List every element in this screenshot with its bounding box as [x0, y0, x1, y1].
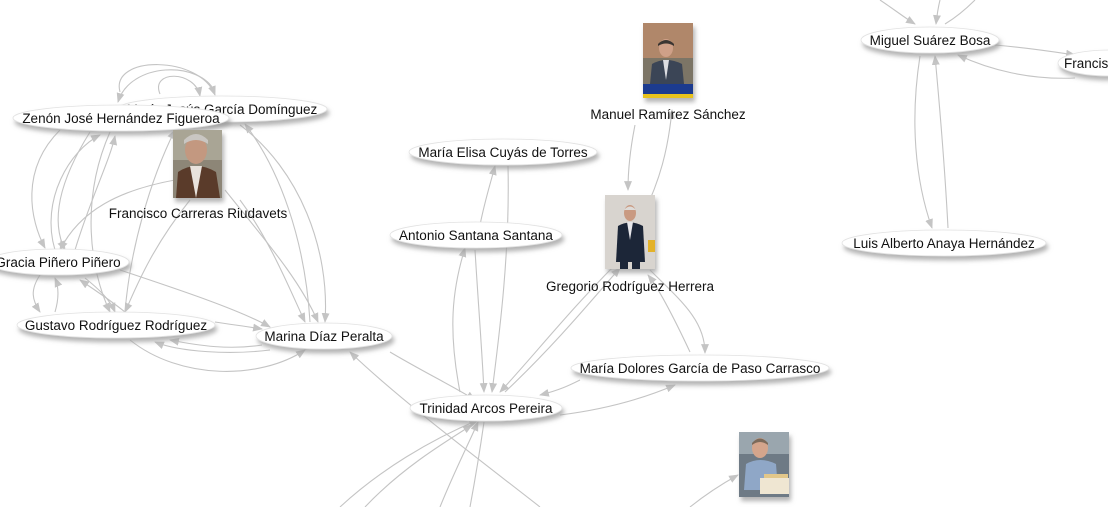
edge [57, 131, 91, 251]
edge [559, 384, 676, 416]
node-trinidad[interactable]: Trinidad Arcos Pereira [409, 394, 563, 422]
edge [504, 267, 621, 393]
edge [74, 135, 118, 251]
edge [124, 129, 176, 313]
edge [914, 55, 933, 229]
edge [154, 341, 271, 353]
person-photo-icon [605, 195, 655, 269]
node-label: Gregorio Rodríguez Herrera [546, 279, 715, 294]
node-gracia[interactable]: Gracia Piñero Piñero [0, 248, 130, 276]
edges [31, 0, 1076, 507]
edge [389, 351, 476, 401]
node-label: Zenón José Hernández Figueroa [22, 111, 220, 126]
node-label: Gustavo Rodríguez Rodríguez [25, 318, 208, 333]
node-label: Francis [1064, 56, 1108, 71]
node-label: Antonio Santana Santana [399, 228, 553, 243]
node-label: Gracia Piñero Piñero [0, 255, 121, 270]
node-label: María Dolores García de Paso Carrasco [580, 361, 821, 376]
node-francis[interactable]: Francis [1057, 49, 1108, 77]
edge [54, 277, 63, 313]
edge [499, 264, 616, 393]
edge [944, 0, 976, 25]
node-label: María Elisa Cuyás de Torres [418, 145, 588, 160]
edge [79, 279, 126, 313]
person-photo-icon [739, 432, 789, 497]
edge [349, 351, 541, 507]
node-luis[interactable]: Luis Alberto Anaya Hernández [841, 229, 1047, 257]
node-unnamed-photo[interactable] [739, 432, 789, 497]
edge [239, 199, 306, 323]
node-marina[interactable]: Marina Díaz Peralta [255, 322, 393, 350]
edge [479, 165, 497, 226]
edge [539, 379, 581, 397]
edge [474, 249, 488, 393]
edge [31, 274, 41, 313]
node-label: Miguel Suárez Bosa [870, 33, 991, 48]
edge [59, 179, 176, 251]
edge [452, 247, 467, 393]
edge [339, 419, 479, 507]
edge [469, 421, 485, 507]
edge [689, 474, 739, 507]
node-label: Marina Díaz Peralta [264, 329, 384, 344]
node-zenon[interactable]: Zenón José Hernández Figueroa [12, 104, 230, 132]
edge [931, 55, 949, 229]
edge [224, 189, 319, 323]
ellipse-nodes: María Jesús García Domínguez Zenón José … [0, 26, 1108, 422]
edge [957, 54, 1076, 79]
edge [439, 421, 479, 507]
edge [239, 124, 330, 323]
edge [647, 274, 691, 353]
edge [118, 64, 216, 96]
node-gustavo[interactable]: Gustavo Rodríguez Rodríguez [16, 311, 216, 339]
edge [119, 269, 271, 328]
edge [244, 123, 311, 323]
person-photo-icon [643, 23, 693, 98]
edge [624, 124, 636, 191]
edge [116, 69, 216, 103]
edge [129, 339, 306, 372]
edge [158, 75, 203, 97]
node-label: Francisco Carreras Riudavets [109, 206, 288, 221]
node-miguel[interactable]: Miguel Suárez Bosa [860, 26, 1000, 54]
edge [84, 277, 116, 313]
edge [90, 131, 111, 313]
node-manuel[interactable]: Manuel Ramírez Sánchez [590, 23, 746, 122]
edge [933, 0, 941, 25]
node-label: Manuel Ramírez Sánchez [590, 107, 746, 122]
edge [214, 321, 263, 332]
photo-nodes: Francisco Carreras Riudavets Manuel Ramí… [109, 23, 789, 497]
node-maria-dolores[interactable]: María Dolores García de Paso Carrasco [570, 354, 830, 382]
edge [994, 44, 1076, 58]
node-gregorio[interactable]: Gregorio Rodríguez Herrera [546, 195, 715, 294]
node-label: Trinidad Arcos Pereira [419, 401, 553, 416]
node-label: Luis Alberto Anaya Hernández [853, 236, 1035, 251]
edge [169, 337, 263, 348]
edge [31, 129, 61, 249]
edge [364, 424, 473, 507]
edge [124, 199, 191, 313]
edge [649, 269, 709, 354]
node-francisco[interactable]: Francisco Carreras Riudavets [109, 130, 288, 221]
node-maria-elisa[interactable]: María Elisa Cuyás de Torres [408, 138, 598, 166]
edge [879, 0, 916, 25]
person-photo-icon [173, 130, 222, 198]
edge [50, 134, 101, 251]
edge [489, 165, 509, 393]
node-antonio[interactable]: Antonio Santana Santana [389, 221, 563, 249]
